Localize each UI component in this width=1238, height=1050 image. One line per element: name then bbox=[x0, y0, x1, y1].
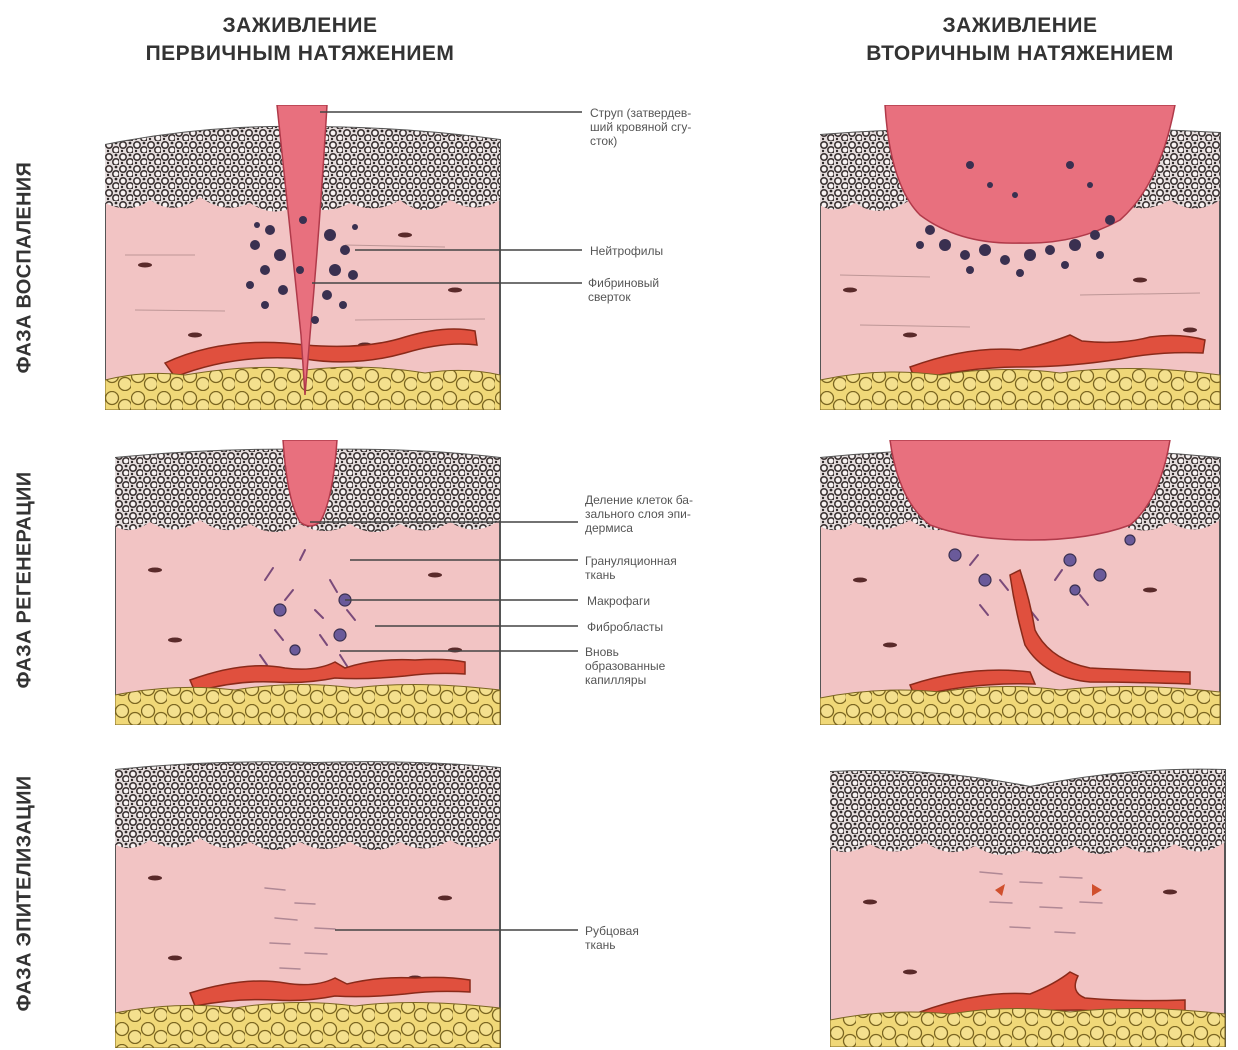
callout-scar: Рубцовая ткань bbox=[585, 924, 785, 952]
callout-fibroblasts: Фибробласты bbox=[587, 620, 787, 634]
callout-scab: Струп (затвердев- ший кровяной сгу- сток… bbox=[590, 106, 810, 148]
callout-neutrophils: Нейтрофилы bbox=[590, 244, 790, 258]
callout-new-capillaries: Вновь образованные капилляры bbox=[585, 645, 785, 687]
callout-granulation: Грануляционная ткань bbox=[585, 554, 785, 582]
callout-fibrin: Фибриновый сверток bbox=[588, 276, 788, 304]
callout-basal-division: Деление клеток ба- зального слоя эпи- де… bbox=[585, 493, 805, 535]
callout-macrophages: Макрофаги bbox=[587, 594, 787, 608]
